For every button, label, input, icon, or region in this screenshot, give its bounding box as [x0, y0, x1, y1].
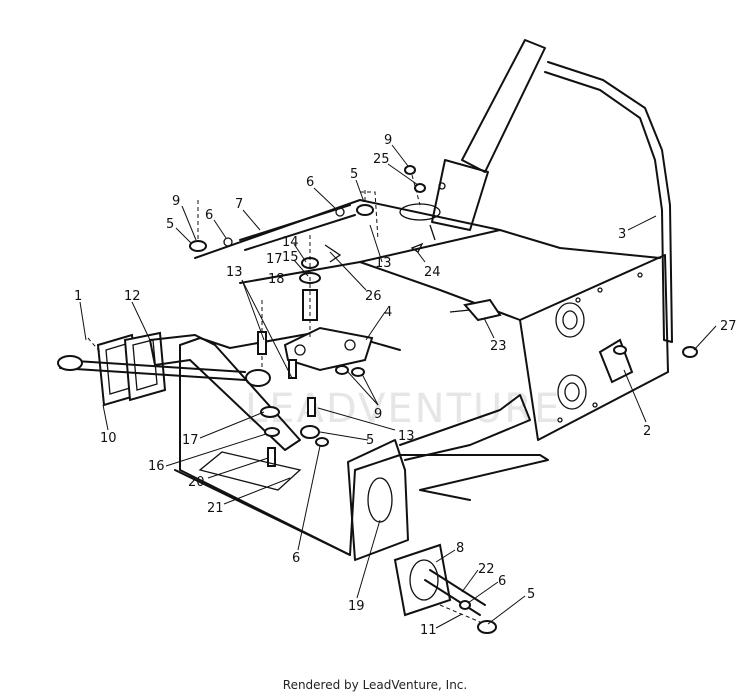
callout-13: 13 [398, 429, 415, 444]
callout-5: 5 [350, 167, 358, 182]
callout-16: 16 [148, 459, 165, 474]
side-panel-holes [555, 272, 643, 423]
callout-10: 10 [100, 431, 117, 446]
callout-14: 14 [282, 235, 299, 250]
cap-27 [682, 346, 698, 358]
callout-5: 5 [366, 433, 374, 448]
callout-21: 21 [207, 501, 224, 516]
callout-5: 5 [166, 217, 174, 232]
callout-6: 6 [498, 574, 506, 589]
callout-23: 23 [490, 339, 507, 354]
latch-2 [598, 338, 634, 384]
callout-25: 25 [373, 152, 390, 167]
callout-8: 8 [456, 541, 464, 556]
pivot-plate-assembly [257, 235, 374, 379]
footer-credit: Rendered by LeadVenture, Inc. [282, 678, 468, 692]
key-24 [410, 242, 424, 253]
callout-12: 12 [124, 289, 141, 304]
callout-17: 17 [182, 433, 199, 448]
callout-6: 6 [205, 208, 213, 223]
callout-11: 11 [420, 623, 437, 638]
bracket-23 [449, 298, 502, 322]
callout-9: 9 [384, 133, 392, 148]
callout-5: 5 [527, 587, 535, 602]
watermark: LEADVENTURE [245, 386, 561, 432]
callout-6: 6 [292, 551, 300, 566]
steering-arm [149, 334, 301, 451]
callout-15: 15 [282, 250, 299, 265]
drag-link [57, 337, 271, 387]
steering-column [399, 39, 546, 241]
lower-fasteners [198, 365, 365, 491]
callout-13: 13 [226, 265, 243, 280]
callout-3: 3 [618, 227, 626, 242]
callout-2: 2 [643, 424, 651, 439]
callout-20: 20 [188, 475, 205, 490]
callout-4: 4 [384, 305, 392, 320]
callout-18: 18 [268, 272, 285, 287]
callout-9: 9 [172, 194, 180, 209]
callout-13: 13 [375, 256, 392, 271]
callout-labels: 1 12 10 9 5 6 7 6 5 9 25 3 13 14 15 17 1… [74, 133, 737, 638]
callout-17: 17 [266, 252, 283, 267]
column-fasteners [404, 165, 446, 206]
callout-19: 19 [348, 599, 365, 614]
callout-6: 6 [306, 175, 314, 190]
callout-24: 24 [424, 265, 441, 280]
callout-1: 1 [74, 289, 82, 304]
callout-22: 22 [478, 562, 495, 577]
leader-lines [79, 144, 717, 629]
callout-26: 26 [365, 289, 382, 304]
callout-7: 7 [235, 197, 243, 212]
callout-9: 9 [374, 407, 382, 422]
pivot-plates [96, 331, 167, 407]
callout-27: 27 [720, 319, 737, 334]
pivot-plate-8 [393, 543, 497, 634]
tie-rod [189, 190, 379, 252]
